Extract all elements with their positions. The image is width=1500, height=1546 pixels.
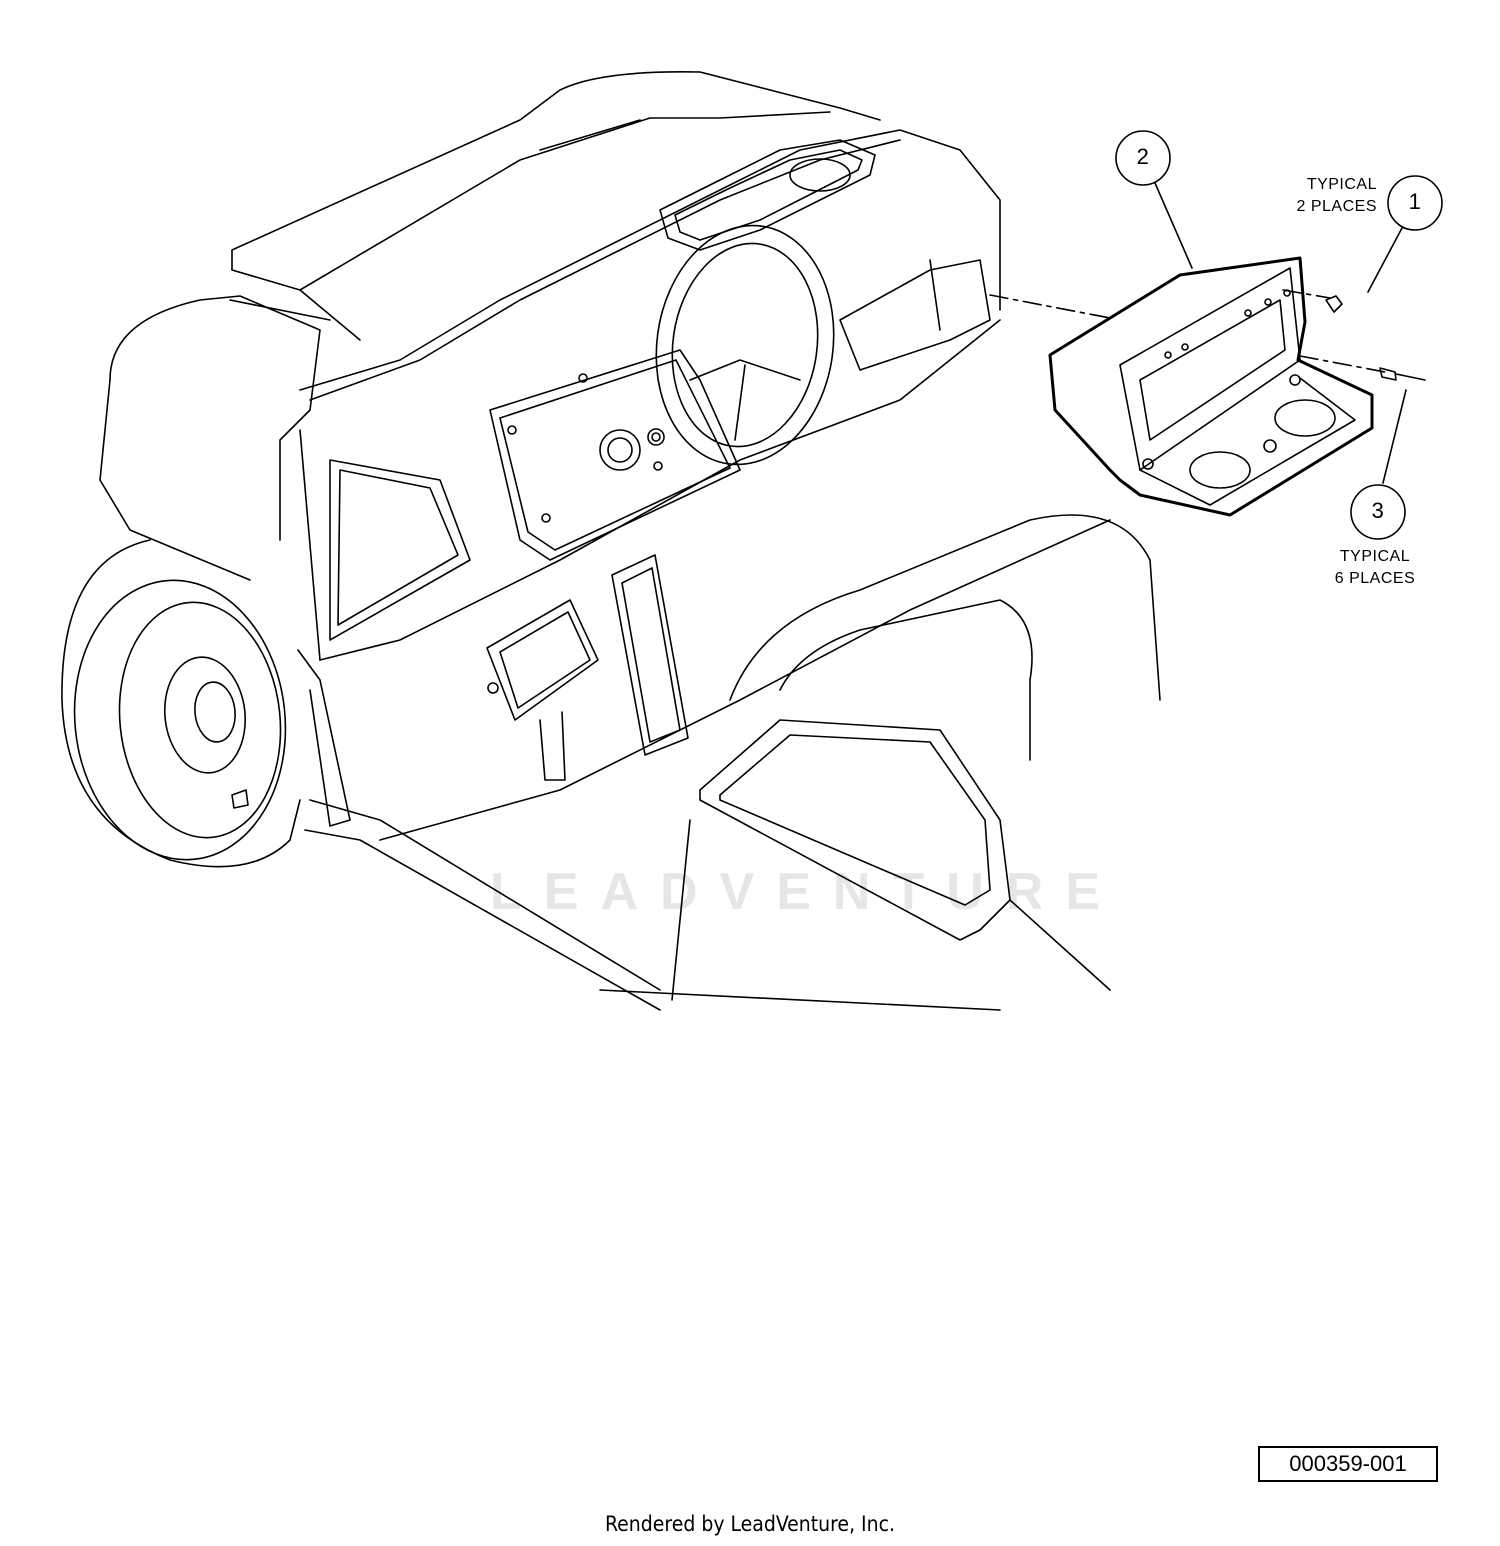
cart-roof — [229, 71, 881, 341]
callout-circle-2 — [1115, 130, 1171, 186]
floorboard — [304, 519, 1111, 1011]
callout-circle-3 — [1350, 484, 1406, 540]
callout-1-label: 1 — [1408, 189, 1422, 214]
steering-wheel — [655, 224, 835, 466]
note-3-line2: 6 PLACES — [1334, 570, 1416, 587]
fastener-part-3 — [1379, 367, 1426, 381]
dash-glove-box-opening — [839, 259, 991, 371]
dash-cowl — [99, 129, 1001, 827]
front-wheel — [61, 539, 301, 868]
dash-instrument-panel — [489, 349, 741, 561]
callout-circle-1 — [1387, 175, 1443, 231]
callout-circles — [1115, 130, 1443, 540]
drawing-number-box: 000359-001 — [1258, 1446, 1438, 1482]
callout-3-label: 3 — [1371, 498, 1385, 523]
note-typical-6-places: TYPICAL 6 PLACES — [1325, 546, 1425, 590]
accelerator-pedal — [611, 554, 689, 756]
note-typical-2-places: TYPICAL 2 PLACES — [1260, 174, 1377, 218]
note-1-line2: 2 PLACES — [1296, 198, 1377, 215]
callout-2-label: 2 — [1136, 144, 1150, 169]
roof-cup-holders — [659, 139, 876, 251]
fastener-part-1 — [1325, 295, 1343, 313]
callout-leaders — [1154, 182, 1407, 484]
glove-box-assembly — [1048, 256, 1374, 517]
assembly-dash-line — [989, 289, 1386, 373]
footer-credit: Rendered by LeadVenture, Inc. — [605, 1512, 895, 1536]
note-1-line1: TYPICAL — [1306, 176, 1377, 193]
brake-pedal — [486, 599, 599, 781]
seat — [671, 514, 1161, 1001]
note-3-line1: TYPICAL — [1339, 548, 1411, 565]
